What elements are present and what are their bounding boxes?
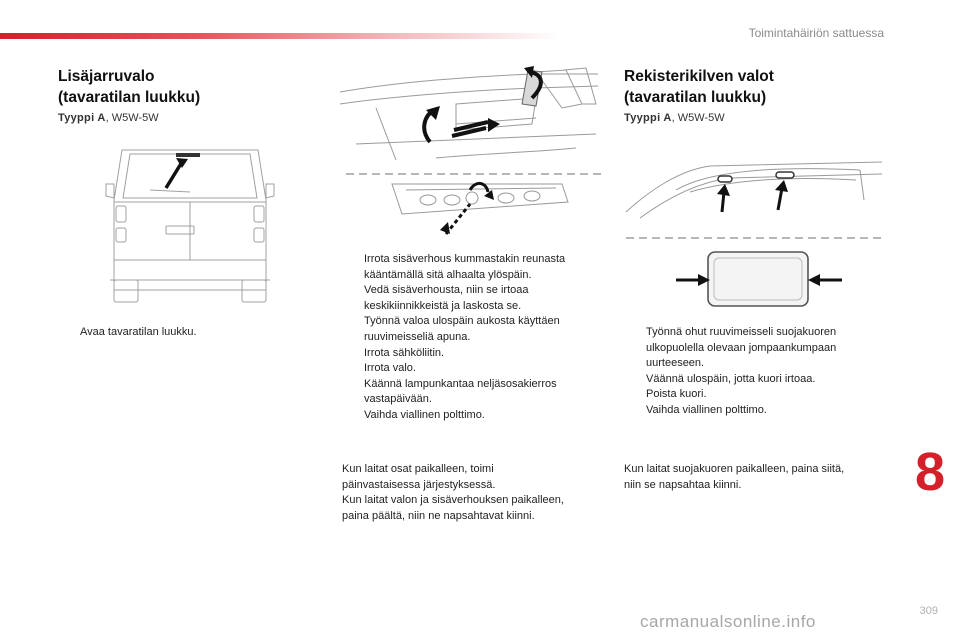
section-title-line: Rekisterikilven valot: [624, 68, 774, 85]
watermark: carmanualsonline.info: [640, 612, 816, 631]
brake-light-highlight: [176, 153, 200, 157]
step-text: Väännä ulospäin, jotta kuori irtoaa.: [646, 372, 816, 385]
section-title-line: Lisäjarruvalo: [58, 68, 155, 85]
chapter-color-bar: [0, 33, 560, 39]
chapter-title: Toimintahäiriön sattuessa: [748, 26, 884, 40]
section-title-line: (tavaratilan luukku): [624, 89, 767, 106]
step-text: Vaihda viallinen polttimo.: [646, 403, 767, 416]
plate-light-illustration: [625, 161, 883, 307]
list-item: Poista kuori.: [624, 387, 886, 403]
list-item: Irrota sisäverhous kummastakin reunasta …: [342, 252, 604, 283]
note-line: Kun laitat suojakuoren paikalleen, paina…: [624, 463, 845, 475]
bulb-type: Tyyppi A, W5W-5W: [58, 112, 159, 124]
chapter-number: 8: [914, 442, 946, 502]
list-item: Vaihda viallinen polttimo.: [624, 403, 886, 419]
step-text: Irrota sisäverhous kummastakin reunasta …: [364, 253, 566, 281]
note-line: paina päältä, niin ne napsahtavat kiinni…: [342, 509, 535, 522]
note-line: niin se napsahtaa kiinni.: [624, 478, 742, 491]
section-title-plate-lights: Rekisterikilven valot (tavaratilan luukk…: [624, 66, 774, 108]
brake-light-removal-illustration: [339, 66, 606, 235]
middle-steps-list: Irrota sisäverhous kummastakin reunasta …: [342, 252, 604, 424]
note-line: Kun laitat valon ja sisäverhouksen paika…: [342, 494, 564, 507]
step-text: Poista kuori.: [646, 388, 707, 401]
page-number: 309: [919, 605, 938, 617]
bulb-type-value: , W5W-5W: [671, 112, 725, 124]
step-text: Työnnä ohut ruuvimeisseli suojakuoren ul…: [646, 326, 837, 370]
list-item: Työnnä valoa ulospäin aukosta käyttäen r…: [342, 314, 604, 345]
middle-note: Kun laitat osat paikalleen, toimi päinva…: [342, 462, 604, 524]
van-rear-illustration: [105, 149, 275, 303]
list-item: Vaihda viallinen polttimo.: [342, 408, 604, 424]
step-text: Työnnä valoa ulospäin aukosta käyttäen r…: [364, 315, 560, 343]
step-text: Avaa tavaratilan luukku.: [80, 326, 197, 338]
step-text: Vedä sisäverhousta, niin se irtoaa keski…: [364, 284, 529, 312]
right-steps-list: Työnnä ohut ruuvimeisseli suojakuoren ul…: [624, 325, 886, 419]
step-text: Irrota valo.: [364, 362, 416, 375]
note-line: Kun laitat osat paikalleen, toimi: [342, 463, 494, 475]
bulb-type: Tyyppi A, W5W-5W: [624, 112, 725, 124]
bulb-type-label: Tyyppi A: [58, 112, 106, 124]
step-text: Vaihda viallinen polttimo.: [364, 408, 485, 421]
bulb-type-value: , W5W-5W: [105, 112, 159, 124]
list-item: Avaa tavaratilan luukku.: [58, 325, 308, 341]
list-item: Irrota sähköliitin.: [342, 346, 604, 362]
list-item: Käännä lampunkantaa neljäsosakierros vas…: [342, 377, 604, 408]
list-item: Työnnä ohut ruuvimeisseli suojakuoren ul…: [624, 325, 886, 372]
list-item: Vedä sisäverhousta, niin se irtoaa keski…: [342, 283, 604, 314]
right-note: Kun laitat suojakuoren paikalleen, paina…: [624, 462, 886, 493]
step-text: Käännä lampunkantaa neljäsosakierros vas…: [364, 377, 557, 406]
note-line: päinvastaisessa järjestyksessä.: [342, 478, 496, 491]
list-item: Irrota valo.: [342, 361, 604, 377]
bulb-type-label: Tyyppi A: [624, 112, 672, 124]
section-title-line: (tavaratilan luukku): [58, 89, 201, 106]
list-item: Väännä ulospäin, jotta kuori irtoaa.: [624, 372, 886, 388]
section-title-brake-light: Lisäjarruvalo (tavaratilan luukku): [58, 66, 200, 108]
step-text: Irrota sähköliitin.: [364, 346, 445, 359]
left-steps-list: Avaa tavaratilan luukku.: [58, 325, 308, 341]
